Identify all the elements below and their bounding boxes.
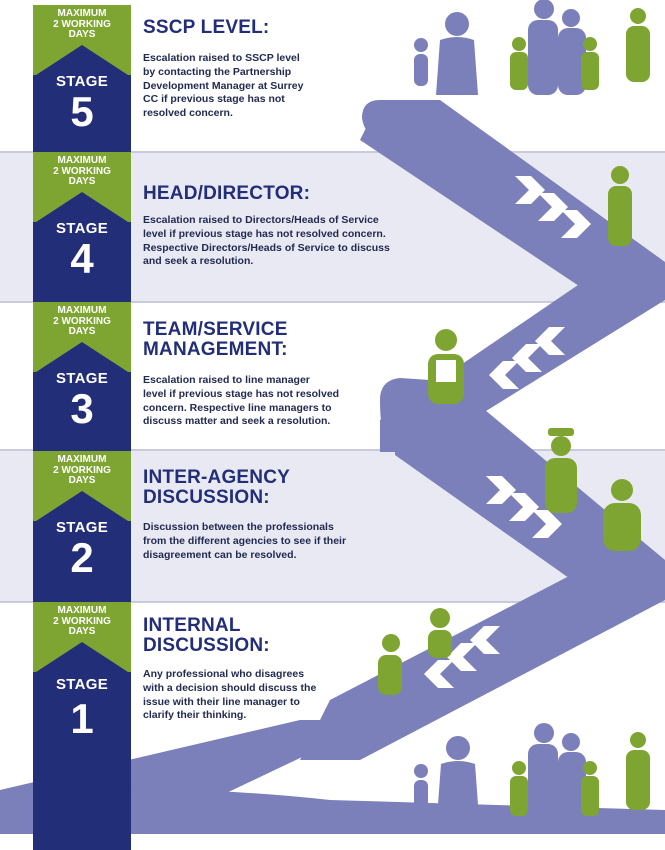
stage-5-description: Escalation raised to SSCP level by conta… [143, 52, 304, 120]
family-icon [414, 0, 650, 95]
stage-label: STAGE [55, 73, 109, 90]
stage-number: 4 [70, 235, 94, 282]
stage-1-heading: INTERNAL DISCUSSION: [143, 615, 270, 656]
stair-chevron-icon [424, 176, 591, 688]
stage-label: STAGE [55, 370, 109, 387]
time-limit: MAXIMUM 2 WORKING DAYS [53, 155, 111, 187]
police-officer-icon [545, 428, 577, 513]
stage-number: 1 [70, 695, 94, 742]
stage-3-description: Escalation raised to line manager level … [143, 374, 340, 428]
stage-label: STAGE [55, 519, 109, 536]
band-divider [0, 601, 665, 603]
band-divider [0, 301, 665, 303]
teacher-icon [428, 329, 464, 404]
time-limit: MAXIMUM 2 WORKING DAYS [53, 305, 111, 337]
stage-label: STAGE [55, 676, 109, 693]
band-divider [0, 449, 665, 451]
person-icon [378, 608, 452, 695]
stage-1-description: Any professional who disagrees with a de… [143, 668, 317, 722]
stage-3-heading: TEAM/SERVICE MANAGEMENT: [143, 319, 288, 360]
stage-4-heading: HEAD/DIRECTOR: [143, 183, 311, 204]
person-icon [608, 166, 632, 246]
stage-2-description: Discussion between the professionals fro… [143, 521, 347, 561]
time-limit: MAXIMUM 2 WORKING DAYS [53, 605, 111, 637]
stage-number: 5 [70, 88, 94, 135]
family-icon [414, 723, 650, 818]
stage-5-heading: SSCP LEVEL: [143, 17, 270, 38]
stage-label: STAGE [55, 220, 109, 237]
stage-4-description: Escalation raised to Directors/Heads of … [143, 214, 390, 268]
stage-number: 2 [70, 534, 94, 581]
band-divider [0, 151, 665, 153]
time-limit: MAXIMUM 2 WORKING DAYS [53, 454, 111, 486]
time-limit: MAXIMUM 2 WORKING DAYS [53, 8, 111, 40]
stage-2-heading: INTER-AGENCY DISCUSSION: [143, 467, 291, 508]
stage-number: 3 [70, 385, 94, 432]
doctor-icon [603, 479, 641, 551]
